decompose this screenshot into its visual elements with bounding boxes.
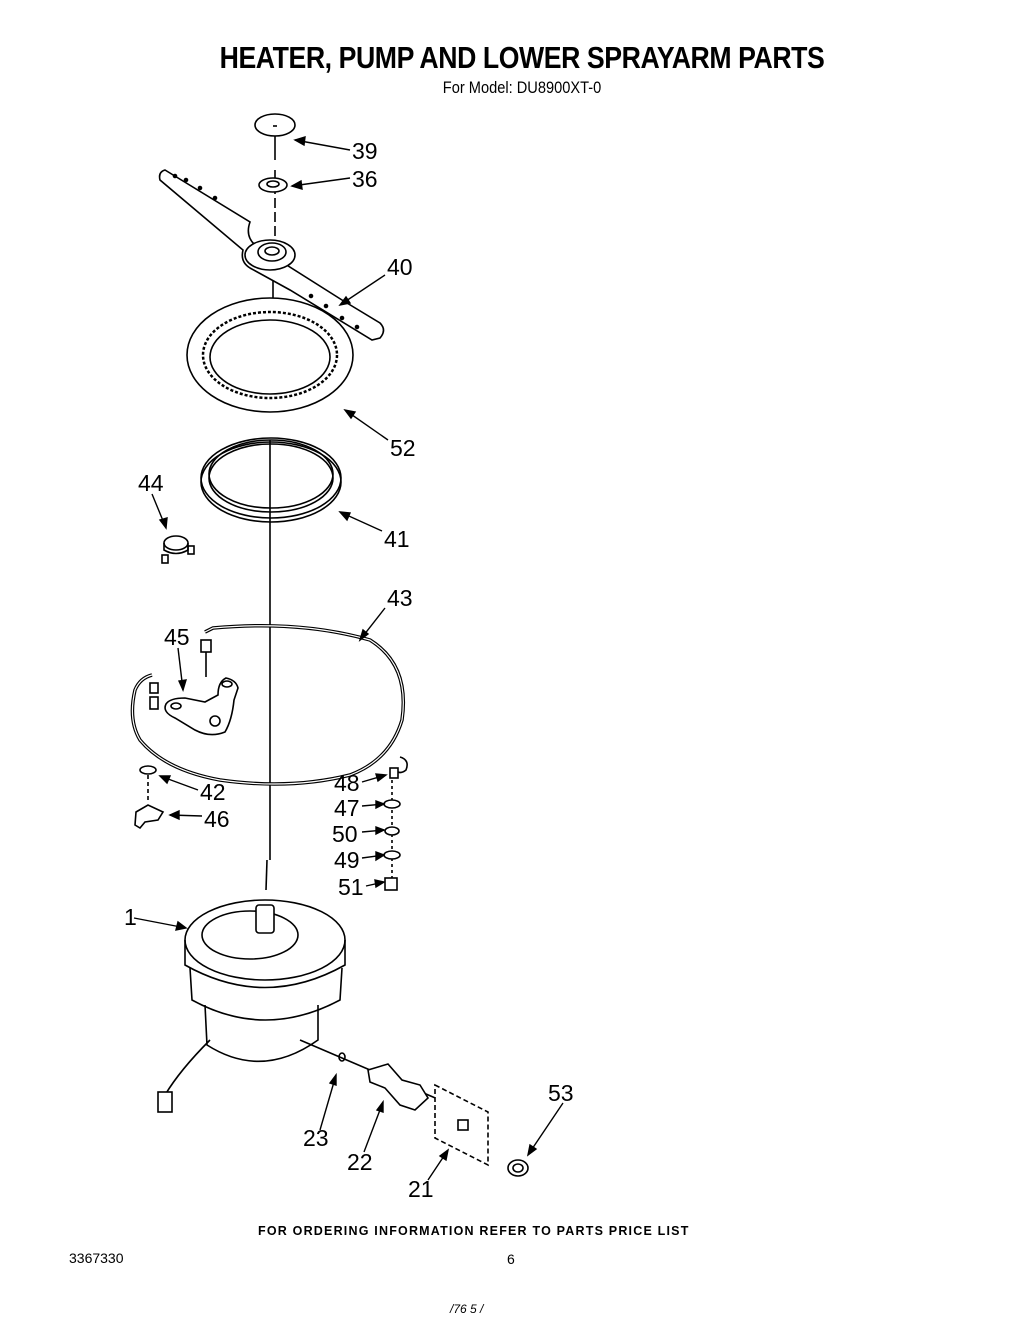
page-number: 6	[507, 1251, 515, 1267]
page-title: HEATER, PUMP AND LOWER SPRAYARM PARTS	[219, 40, 825, 75]
part-36-washer	[258, 177, 288, 193]
callout-40: 40	[387, 254, 413, 280]
callout-22: 22	[347, 1149, 373, 1175]
part-46-clip	[134, 804, 165, 830]
part-53-hose-clamp	[507, 1159, 529, 1177]
callout-41: 41	[384, 526, 410, 552]
part-44-thermostat	[161, 535, 195, 564]
callout-21: 21	[408, 1176, 434, 1202]
part-42-washer	[139, 765, 157, 800]
ordering-note: FOR ORDERING INFORMATION REFER TO PARTS …	[258, 1224, 690, 1238]
callout-43: 43	[387, 585, 413, 611]
callout-46: 46	[204, 806, 230, 832]
part-22-sensor	[367, 1063, 430, 1111]
callout-44: 44	[138, 470, 164, 496]
callout-48: 48	[334, 770, 360, 796]
part-1-pump-motor-assembly	[157, 899, 346, 1113]
callout-45: 45	[164, 624, 190, 650]
callout-42: 42	[200, 779, 226, 805]
model-subtitle: For Model: DU8900XT-0	[442, 78, 602, 97]
callout-52: 52	[390, 435, 416, 461]
part-45-bracket	[164, 677, 239, 736]
handwritten-note: /76 5 /	[450, 1302, 484, 1316]
part-21-mounting-plate	[434, 1083, 489, 1167]
callout-47: 47	[334, 795, 360, 821]
callout-36: 36	[352, 166, 378, 192]
callout-23: 23	[303, 1125, 329, 1151]
callout-50: 50	[332, 821, 358, 847]
callout-1: 1	[124, 904, 137, 930]
document-number: 3367330	[69, 1250, 124, 1266]
part-41-gasket	[200, 437, 342, 523]
part-39-cap	[254, 113, 296, 137]
part-40-lower-sprayarm	[158, 169, 385, 341]
callout-51: 51	[338, 874, 364, 900]
callout-39: 39	[352, 138, 378, 164]
heater-terminal-hardware-stack	[383, 756, 408, 891]
callout-leaders	[133, 136, 564, 1181]
callout-49: 49	[334, 847, 360, 873]
part-52-filter-ring	[186, 297, 354, 413]
callout-53: 53	[548, 1080, 574, 1106]
